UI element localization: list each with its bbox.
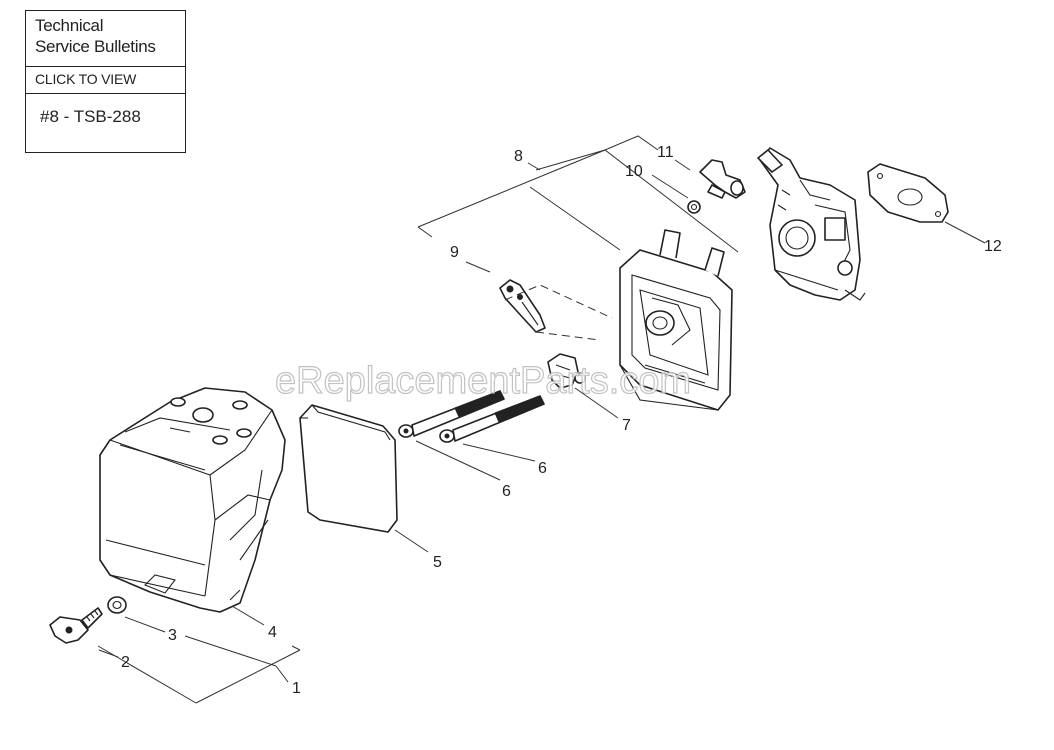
bulletin-title: Technical Service Bulletins (26, 11, 185, 67)
callout-12: 12 (984, 238, 1002, 255)
callout-11: 11 (657, 144, 674, 161)
o-ring[interactable] (687, 200, 701, 214)
callout-2: 2 (121, 654, 130, 671)
fuel-fitting[interactable] (699, 159, 746, 199)
callout-6-upper: 6 (538, 460, 547, 477)
watermark-text: eReplacementParts.com (275, 360, 691, 402)
choke-link[interactable] (499, 279, 546, 333)
callout-6-lower: 6 (502, 483, 511, 500)
callout-9: 9 (450, 244, 459, 261)
callout-1: 1 (292, 680, 301, 697)
air-cleaner-case[interactable] (619, 229, 733, 411)
air-filter[interactable] (299, 404, 398, 533)
cover-knob[interactable] (49, 607, 103, 644)
carburetor[interactable] (757, 147, 866, 301)
click-to-view-label: CLICK TO VIEW (26, 67, 185, 94)
callout-8: 8 (514, 148, 523, 165)
leader-lines (97, 135, 986, 704)
callout-3: 3 (168, 627, 177, 644)
bulletin-link-tsb-288[interactable]: #8 - TSB-288 (40, 107, 141, 126)
choke-lever[interactable] (547, 353, 586, 389)
service-bulletin-panel: Technical Service Bulletins CLICK TO VIE… (25, 10, 186, 153)
callout-10: 10 (625, 163, 643, 180)
washer[interactable] (107, 596, 127, 614)
carburetor-gasket[interactable] (867, 163, 949, 223)
bulletin-title-line2: Service Bulletins (35, 37, 156, 56)
callout-7: 7 (622, 417, 631, 434)
bolt-lower[interactable] (439, 395, 545, 443)
bulletin-title-line1: Technical (35, 16, 104, 35)
callout-4: 4 (268, 624, 277, 641)
bolt-upper[interactable] (398, 390, 505, 438)
callout-5: 5 (433, 554, 442, 571)
air-cleaner-cover[interactable] (99, 387, 286, 613)
